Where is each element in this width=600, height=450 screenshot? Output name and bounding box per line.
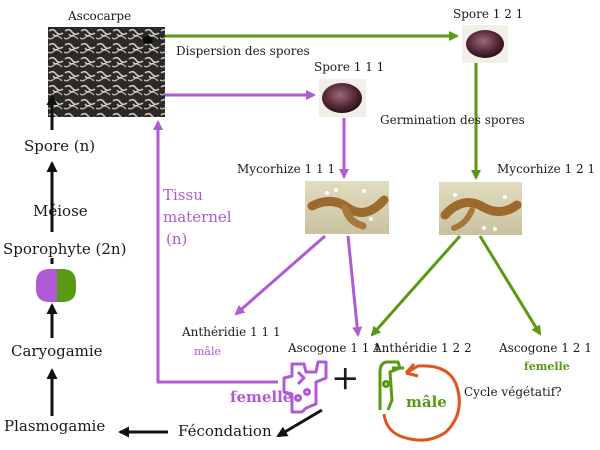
spore-121-image [462,25,508,63]
mycorhize-121-image [439,182,522,235]
mycorhize-121-label: Mycorhize 1 2 1 [497,162,596,176]
plus-sign: + [331,358,360,398]
caryogamie-label: Caryogamie [11,342,103,360]
maternel-label: maternel [163,208,232,226]
antheridie-111-label: Anthéridie 1 1 1 [182,325,281,339]
meiose-label: Méiose [33,202,88,220]
ascogone-111-label: Ascogone 1 1 1 [288,341,381,355]
germination-label: Germination des spores [380,113,525,127]
spore-n-label: Spore (n) [24,137,96,155]
arrow-to-fecondation [276,408,323,438]
dispersion-label: Dispersion des spores [176,44,310,58]
fecondation-label: Fécondation [178,422,272,440]
arrow-myco121-ascogone [478,235,542,336]
femelle-label: femelle [230,388,293,406]
ascogone-femelle-drawing [282,360,328,414]
sporophyte-label: Sporophyte (2n) [3,240,127,258]
ascocarpe-label: Ascocarpe [68,9,132,23]
antheridie-male-drawing [378,360,404,411]
mycorhize-111-label: Mycorhize 1 1 1 [237,162,336,176]
femelle-121-label: femelle [524,360,570,373]
tissu-label: Tissu [163,186,203,204]
cycle-vegetatif-loop [382,364,461,442]
arrow-myco111-antheridie [234,234,326,316]
male-label: mâle [406,393,447,411]
male-111-label: mâle [194,345,222,358]
spore-111-image [319,79,366,117]
plasmogamie-label: Plasmogamie [4,417,106,435]
spore-121-label: Spore 1 2 1 [453,7,524,21]
cycle-vegetatif-label: Cycle végétatif? [464,385,562,399]
arrow-myco121-antheridie [370,235,462,337]
ascogone-121-label: Ascogone 1 2 1 [499,341,592,355]
tissu-n-label: (n) [166,230,188,248]
sporophyte-cell [36,269,76,302]
arrow-tissu-maternel [153,120,278,384]
antheridie-122-label: Anthéridie 1 2 2 [373,341,472,355]
spore-111-label: Spore 1 1 1 [314,60,385,74]
arrow-myco111-ascogone [346,235,363,337]
mycorhize-111-image [305,181,389,234]
